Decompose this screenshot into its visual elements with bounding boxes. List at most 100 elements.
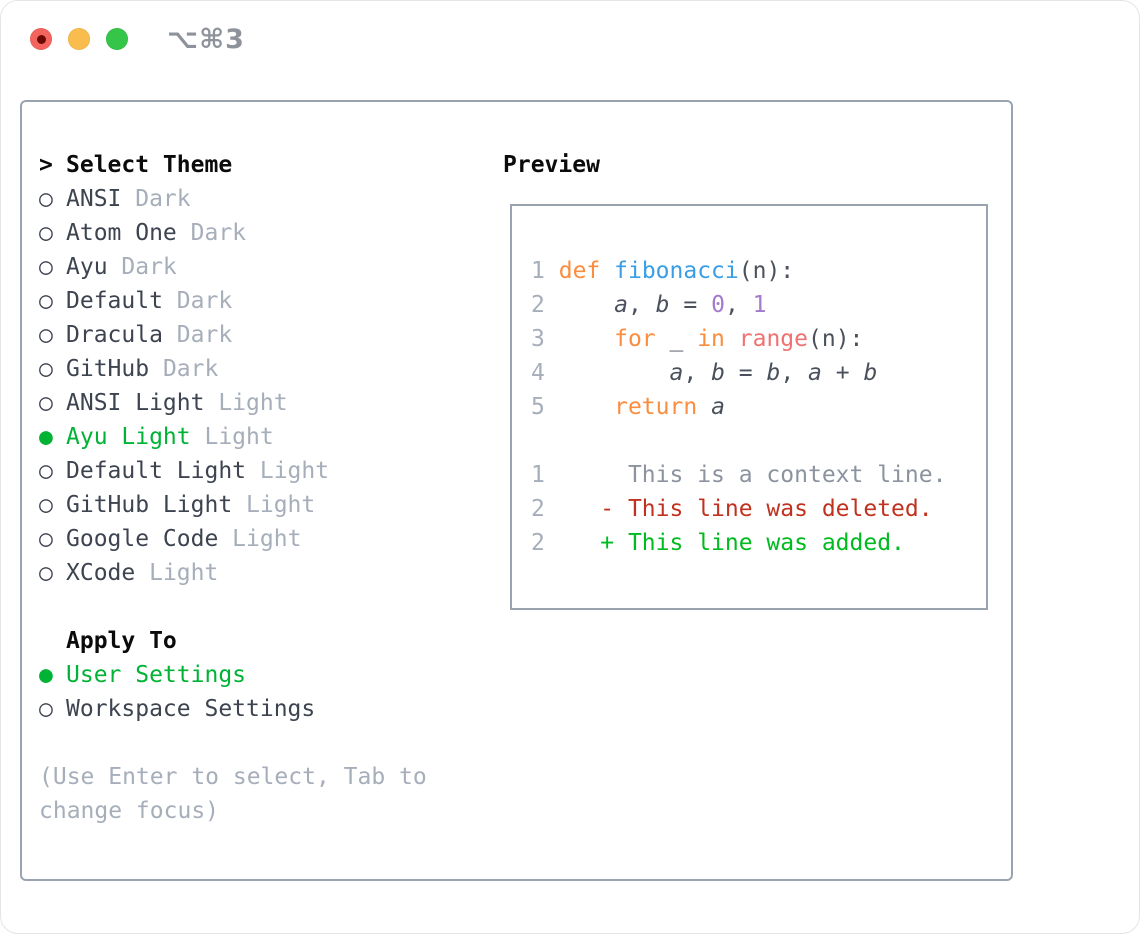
theme-option-atom-one[interactable]: ○Atom One Dark xyxy=(39,216,471,250)
apply-option-workspace-settings[interactable]: ○ Workspace Settings xyxy=(39,692,471,726)
theme-option-ansi-light[interactable]: ○ ANSI Light Light xyxy=(39,386,471,420)
theme-variant-label: Light xyxy=(204,390,288,416)
theme-option-ayu[interactable]: ○ Ayu Dark xyxy=(39,250,471,284)
code-token xyxy=(559,288,614,322)
line-number xyxy=(531,424,544,458)
theme-option-github[interactable]: ○GitHub Dark xyxy=(39,352,471,386)
help-text: (Use Enter to select, Tab to change focu… xyxy=(39,764,427,824)
code-token: This is a context line. xyxy=(558,462,947,488)
line-number: 1 xyxy=(531,258,545,284)
code-token: b xyxy=(863,360,878,386)
theme-list: ○ANSI Dark○Atom One Dark○Ayu Dark○Defaul… xyxy=(39,182,471,590)
radio-icon: ○ xyxy=(39,696,53,722)
code-token: 1 xyxy=(752,292,767,318)
line-number: 3 xyxy=(531,326,545,352)
theme-option-label: ANSI xyxy=(66,186,122,212)
code-token xyxy=(725,322,739,356)
code-token xyxy=(559,390,614,424)
code-line: 1 This is a context line. xyxy=(531,458,976,492)
theme-variant-label: Dark xyxy=(107,254,177,280)
theme-variant-label: Light xyxy=(246,458,330,484)
line-number: 1 xyxy=(531,462,545,488)
code-line: 2 a, b = 0, 1 xyxy=(531,288,976,322)
code-token: return xyxy=(614,394,698,420)
apply-to-title: Apply To xyxy=(66,628,177,654)
code-line: 5 return a xyxy=(531,390,976,424)
code-token: (n): xyxy=(808,326,864,352)
theme-variant-label: Dark xyxy=(162,322,233,348)
radio-icon: ○ xyxy=(39,560,53,586)
line-number: 2 xyxy=(531,496,545,522)
theme-option-xcode[interactable]: ○ XCode Light xyxy=(39,556,471,590)
line-number: 2 xyxy=(531,292,545,318)
code-token: range xyxy=(738,326,809,352)
code-token: b xyxy=(711,360,725,386)
radio-icon: ● xyxy=(39,662,53,688)
radio-icon: ○ xyxy=(39,322,53,348)
radio-icon: ● xyxy=(39,424,53,450)
code-token: + This line was added. xyxy=(558,530,905,556)
minimize-button[interactable] xyxy=(68,28,90,50)
line-number: 5 xyxy=(531,394,545,420)
theme-option-label: XCode xyxy=(66,560,136,586)
code-token: a xyxy=(808,360,822,386)
radio-icon: ○ xyxy=(39,220,53,246)
code-token: for xyxy=(614,326,656,352)
theme-option-ayu-light[interactable]: ● Ayu Light Light xyxy=(39,420,471,454)
theme-option-label: Dracula xyxy=(66,322,163,348)
code-token: , xyxy=(627,292,656,318)
theme-option-github-light[interactable]: ○GitHub Light Light xyxy=(39,488,471,522)
titlebar: ⌥⌘3 xyxy=(1,1,1139,77)
code-token xyxy=(559,356,670,390)
apply-option-user-settings[interactable]: ●User Settings xyxy=(39,658,471,692)
code-token: , xyxy=(780,360,809,386)
theme-variant-label: Light xyxy=(232,492,316,518)
radio-icon: ○ xyxy=(39,390,53,416)
code-token: in xyxy=(697,326,725,352)
radio-icon: ○ xyxy=(39,492,53,518)
theme-variant-label: Dark xyxy=(121,186,191,212)
code-token: (n): xyxy=(738,258,795,284)
zoom-button[interactable] xyxy=(106,28,128,50)
radio-icon: ○ xyxy=(39,526,53,552)
code-token: a xyxy=(711,394,725,420)
code-token: , xyxy=(724,292,753,318)
apply-option-label: Workspace Settings xyxy=(66,696,316,722)
code-line xyxy=(531,424,976,458)
theme-option-default[interactable]: ○Default Dark xyxy=(39,284,471,318)
theme-option-label: Default xyxy=(66,288,163,314)
theme-option-ansi[interactable]: ○ANSI Dark xyxy=(39,182,471,216)
code-token: _ xyxy=(655,326,698,352)
radio-icon: ○ xyxy=(39,288,53,314)
code-token: = xyxy=(669,292,712,318)
code-token: b xyxy=(766,360,781,386)
code-token: - This line was deleted. xyxy=(558,496,933,522)
theme-option-default-light[interactable]: ○Default Light Light xyxy=(39,454,471,488)
theme-option-label: Ayu Light xyxy=(66,424,191,450)
line-number: 2 xyxy=(531,530,545,556)
theme-option-google-code[interactable]: ○Google Code Light xyxy=(39,522,471,556)
theme-option-dracula[interactable]: ○ Dracula Dark xyxy=(39,318,471,352)
code-line: 1 def fibonacci(n): xyxy=(531,254,976,288)
code-line: 2 - This line was deleted. xyxy=(531,492,976,526)
radio-icon: ○ xyxy=(39,458,53,484)
theme-variant-label: Dark xyxy=(149,356,219,382)
code-token xyxy=(559,322,614,356)
line-number: 4 xyxy=(531,360,545,386)
radio-icon: ○ xyxy=(39,254,53,280)
apply-to-header: Apply To xyxy=(39,624,471,658)
theme-option-label: GitHub xyxy=(66,356,150,382)
theme-option-label: Atom One xyxy=(66,220,177,246)
close-button[interactable] xyxy=(30,28,52,50)
code-line: 4 a, b = b, a + b xyxy=(531,356,976,390)
theme-picker-column: >Select Theme ○ANSI Dark○Atom One Dark○A… xyxy=(39,148,471,828)
theme-variant-label: Light xyxy=(135,560,219,586)
theme-option-label: ANSI Light xyxy=(66,390,205,416)
theme-option-label: Google Code xyxy=(66,526,219,552)
theme-variant-label: Light xyxy=(190,424,274,450)
code-token: , xyxy=(683,360,712,386)
theme-option-label: Ayu xyxy=(66,254,108,280)
code-token: a xyxy=(669,360,684,386)
